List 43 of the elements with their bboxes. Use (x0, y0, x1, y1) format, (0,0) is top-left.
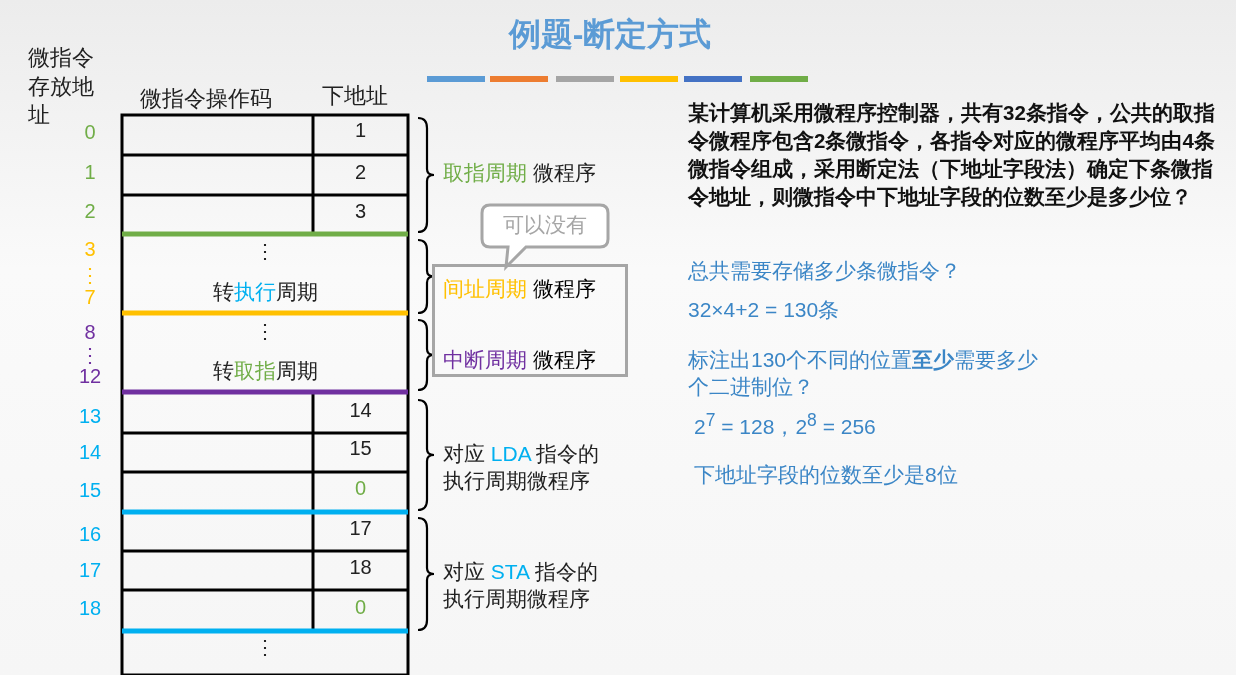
next-address-value: 0 (353, 595, 368, 620)
next-address-value: 2 (353, 160, 368, 185)
next-address-value: 15 (348, 436, 373, 461)
next-address-value: 14 (348, 398, 373, 423)
question-text: 标注出130个不同的位置至少需要多少个二进制位？ (688, 347, 1040, 401)
brace-label: 中断周期 微程序 (443, 347, 596, 373)
jump-note: 转执行周期 (211, 279, 319, 305)
address-number: 7 (83, 285, 97, 310)
next-address-value: 3 (353, 199, 368, 224)
question-text: 总共需要存储多少条微指令？ (688, 258, 962, 284)
answer-text: 32×4+2 = 130条 (688, 297, 841, 323)
address-number: 1 (83, 160, 97, 185)
address-number: 18 (77, 596, 103, 621)
address-number: 14 (77, 440, 103, 465)
brace-label: 取指周期 微程序 (443, 160, 597, 186)
address-number: 15 (77, 478, 103, 503)
speech-bubble (480, 203, 610, 269)
address-number: 8 (83, 320, 97, 345)
slide-title: 例题-断定方式 (507, 15, 713, 54)
address-number: 2 (83, 199, 97, 224)
brace-label: 间址周期 微程序 (443, 276, 596, 302)
column-header: 微指令操作码 (140, 85, 273, 113)
address-number: 17 (77, 558, 103, 583)
brace-label: 对应 LDA 指令的执行周期微程序 (443, 441, 601, 495)
answer-text: 下地址字段的位数至少是8位 (694, 462, 959, 488)
address-number: 3 (83, 237, 97, 262)
column-header: 下地址 (322, 82, 389, 110)
brace-label: 对应 STA 指令的执行周期微程序 (443, 559, 599, 613)
address-number: 16 (77, 522, 103, 547)
jump-note: 转取指周期 (211, 358, 319, 384)
next-address-value: 18 (348, 555, 373, 580)
bubble-text: 可以没有 (502, 212, 588, 238)
vertical-ellipsis: ⋮ (254, 319, 276, 344)
grouping-box (432, 264, 628, 377)
next-address-value: 1 (353, 118, 368, 143)
question-text: 某计算机采用微程序控制器，共有32条指令，公共的取指令微程序包含2条微指令，各指令对应的微程序平均由4条微指令组成，采用断定法（下地址字段法）确定下条微指令地址，则微指令中下地址字段的位数至少是多少位？ (688, 100, 1216, 210)
next-address-value: 0 (353, 476, 368, 501)
vertical-ellipsis: ⋮ (254, 635, 276, 660)
vertical-ellipsis: ⋮ (254, 239, 276, 264)
answer-text: 2$^{7}$ = 128，2$^{8}$ = 256 (694, 409, 877, 440)
vertical-ellipsis: ⋮ (79, 263, 101, 288)
address-number: 13 (77, 404, 103, 429)
next-address-value: 17 (348, 516, 373, 541)
